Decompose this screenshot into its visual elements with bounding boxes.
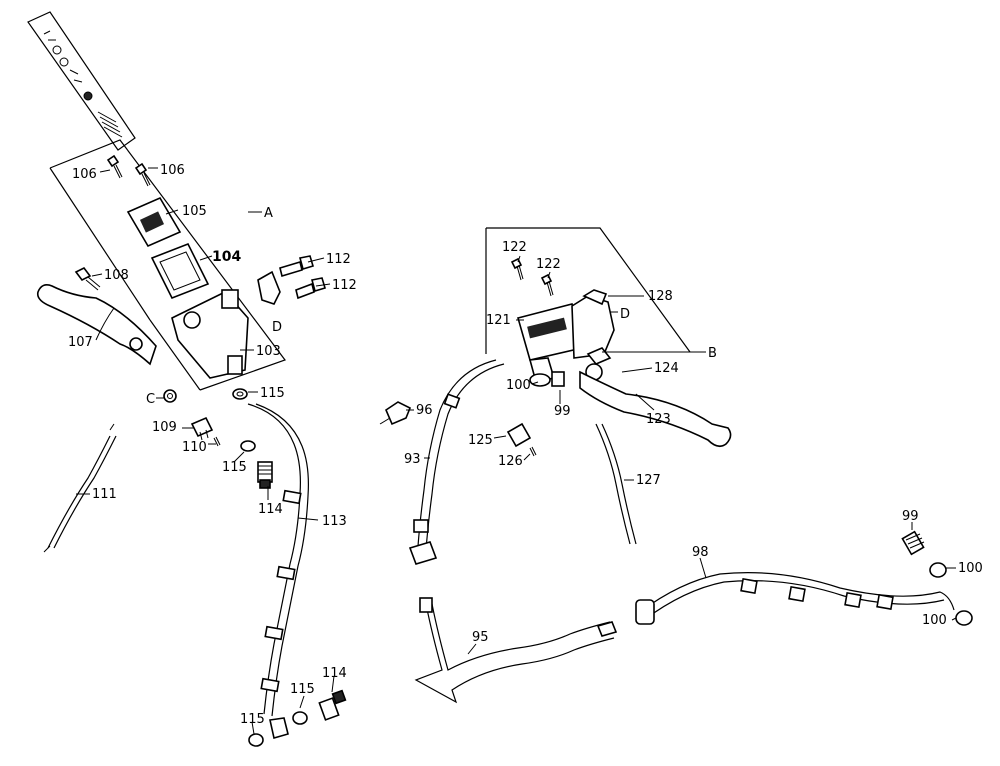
label-100-top: 100 [506, 378, 531, 393]
banjo-bolt-114-bottom [318, 689, 347, 721]
brake-hose-93 [408, 359, 505, 565]
lever-pivot-124 [585, 347, 612, 381]
label-111: 111 [92, 487, 117, 502]
label-121: 121 [486, 313, 511, 328]
master-cylinder-group-b [485, 227, 691, 383]
screw-122-right [540, 273, 554, 297]
label-122-right: 122 [536, 257, 561, 272]
label-b: B [708, 346, 717, 361]
label-110: 110 [182, 440, 207, 455]
label-103: 103 [256, 344, 281, 359]
label-95: 95 [472, 630, 489, 645]
master-cylinder-body-121 [517, 289, 615, 383]
washer-100-top [529, 373, 551, 387]
screw-110 [213, 436, 221, 447]
screw-106-right [134, 162, 151, 187]
label-a: A [264, 206, 273, 221]
label-99-top: 99 [554, 404, 571, 419]
label-126: 126 [498, 454, 523, 469]
leader-lines [76, 167, 957, 735]
washer-115-mid [240, 440, 256, 452]
label-c: C [146, 392, 155, 407]
wire-111 [43, 423, 117, 553]
label-125: 125 [468, 433, 493, 448]
label-108: 108 [104, 268, 129, 283]
label-109: 109 [152, 420, 177, 435]
label-105: 105 [182, 204, 207, 219]
label-123: 123 [646, 412, 671, 427]
bolt-112-lower [295, 277, 326, 300]
label-d-right: D [620, 307, 630, 322]
label-124: 124 [654, 361, 679, 376]
label-96: 96 [416, 403, 433, 418]
label-127: 127 [636, 473, 661, 488]
label-107: 107 [68, 335, 93, 350]
clamp-d [257, 270, 281, 305]
washer-100-right-top [929, 562, 947, 578]
label-98: 98 [692, 545, 709, 560]
label-100-right-top: 100 [958, 561, 983, 576]
washer-115-bottom-right [292, 711, 308, 725]
bolt-112-upper [279, 255, 314, 278]
label-106-left: 106 [72, 167, 97, 182]
brake-lever-123 [579, 370, 732, 448]
switch-109 [190, 416, 214, 441]
label-104: 104 [212, 249, 241, 265]
clip-96 [379, 401, 412, 426]
banjo-bolt-99-top [551, 371, 565, 387]
brake-pipe-95 [414, 597, 618, 704]
diaphragm-104 [150, 242, 210, 300]
part-labels: 106 106 105 A 104 112 112 108 D 107 103 … [68, 163, 983, 727]
master-cylinder-body-103 [171, 289, 249, 379]
brake-hose-98 [635, 572, 955, 625]
label-106-right: 106 [160, 163, 185, 178]
label-115-bottom-right: 115 [290, 682, 315, 697]
label-122-left: 122 [502, 240, 527, 255]
label-114-top: 114 [258, 502, 283, 517]
brake-hose-113 [247, 403, 309, 740]
repair-kit-strip [27, 11, 136, 151]
label-115-bottom-left: 115 [240, 712, 265, 727]
screw-122-left [510, 257, 524, 281]
switch-125 [506, 422, 532, 448]
washer-115-top [232, 388, 248, 400]
wire-127 [595, 423, 637, 545]
screw-106-left [106, 154, 123, 179]
washer-c [163, 389, 177, 403]
washer-115-bottom-left [248, 733, 264, 747]
label-128: 128 [648, 289, 673, 304]
label-115-mid: 115 [222, 460, 247, 475]
banjo-bolt-114-top [257, 461, 273, 489]
banjo-bolt-99-right [901, 530, 925, 556]
pivot-bolt-108 [74, 266, 101, 291]
label-113: 113 [322, 514, 347, 529]
label-115-top: 115 [260, 386, 285, 401]
label-d-left: D [272, 320, 282, 335]
reservoir-cap-105 [126, 196, 182, 248]
master-cylinder-group-a [49, 139, 326, 391]
washer-100-right-bottom [955, 610, 973, 626]
label-100-right-bottom: 100 [922, 613, 947, 628]
label-112-lower: 112 [332, 278, 357, 293]
label-93: 93 [404, 452, 421, 467]
screw-126 [529, 446, 537, 457]
label-112-upper: 112 [326, 252, 351, 267]
label-114-bottom: 114 [322, 666, 347, 681]
label-99-right: 99 [902, 509, 919, 524]
brake-lever-107 [36, 284, 157, 366]
